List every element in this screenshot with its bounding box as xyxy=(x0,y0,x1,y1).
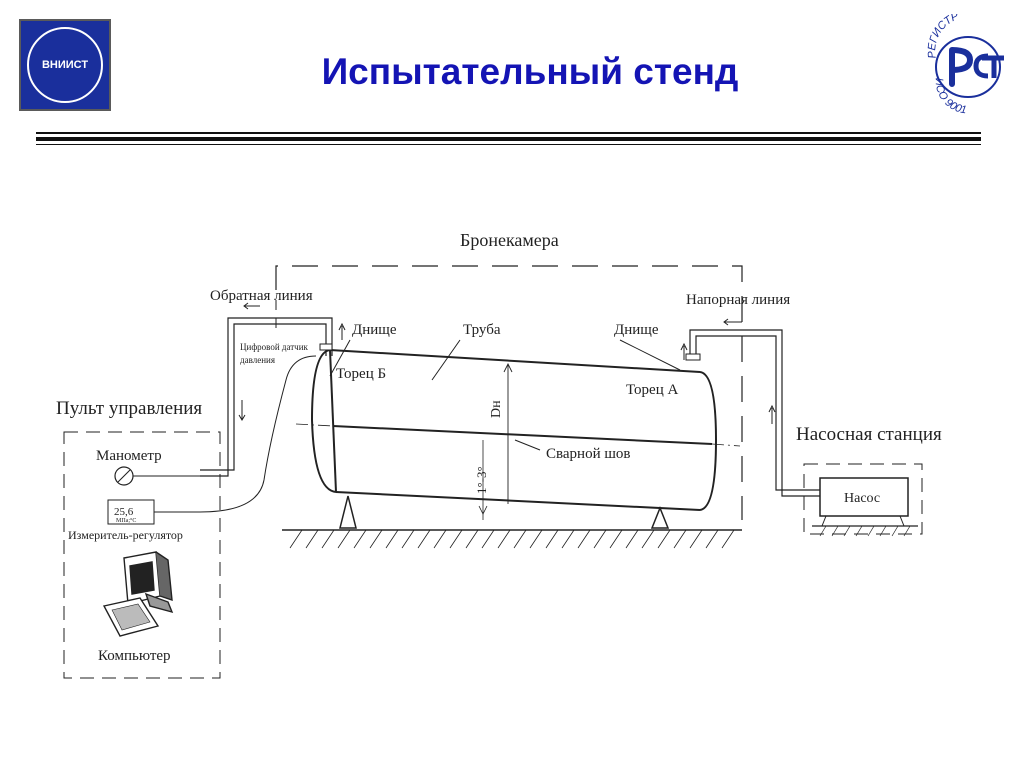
meter-regulator-label: Измеритель-регулятор xyxy=(68,528,183,542)
header-rule-bottom xyxy=(36,144,981,145)
left-support xyxy=(339,495,357,529)
digital-sensor-label-1: Цифровой датчик xyxy=(240,342,309,352)
display-value: 25,6 xyxy=(114,506,134,518)
manometer-label: Манометр xyxy=(96,448,162,464)
control-panel-border xyxy=(63,431,221,679)
bronekamera-label: Бронекамера xyxy=(460,230,559,250)
vniist-logo-text: ВНИИСТ xyxy=(41,59,89,71)
return-line-label: Обратная линия xyxy=(210,288,313,304)
header-rule-top xyxy=(36,132,981,134)
slope-label: 1°-3° xyxy=(474,466,489,494)
pressure-line-pipe xyxy=(689,329,820,497)
head-right-label: Днище xyxy=(614,322,659,338)
pump-station-label: Насосная станция xyxy=(796,424,942,445)
pressure-sensor xyxy=(319,343,333,351)
weld-seam-label: Сварной шов xyxy=(546,446,631,462)
ground-hatching xyxy=(289,529,735,549)
page-title: Испытательный стенд xyxy=(321,51,739,92)
digital-sensor-label-2: давления xyxy=(240,355,275,365)
right-support xyxy=(650,505,670,529)
weld-seam-line xyxy=(332,425,713,445)
computer-icon xyxy=(102,551,174,637)
pump-icon xyxy=(819,477,909,517)
registr-logo: РЕГИСТР ИСО 9001 xyxy=(926,14,1004,114)
end-b-label: Торец Б xyxy=(336,366,386,382)
vniist-logo: ВНИИСТ xyxy=(19,19,111,111)
sensor-cable xyxy=(199,355,317,513)
pipe-body xyxy=(310,349,718,511)
head-left-label: Днище xyxy=(352,322,397,338)
armored-chamber-border xyxy=(275,265,743,520)
pump-station-border xyxy=(803,463,923,535)
vniist-logo-ring xyxy=(27,27,103,103)
end-a-label: Торец А xyxy=(626,382,678,398)
pressure-line-label: Напорная линия xyxy=(686,292,790,308)
control-panel-label: Пульт управления xyxy=(56,398,202,419)
display-units: МПа;°С xyxy=(116,517,136,524)
computer-label: Компьютер xyxy=(98,648,171,664)
return-line-pipe xyxy=(200,317,333,477)
header-rule-mid xyxy=(36,137,981,141)
pipe-label: Труба xyxy=(463,322,501,338)
diameter-label: Dн xyxy=(489,400,504,418)
pump-label: Насос xyxy=(844,491,880,506)
